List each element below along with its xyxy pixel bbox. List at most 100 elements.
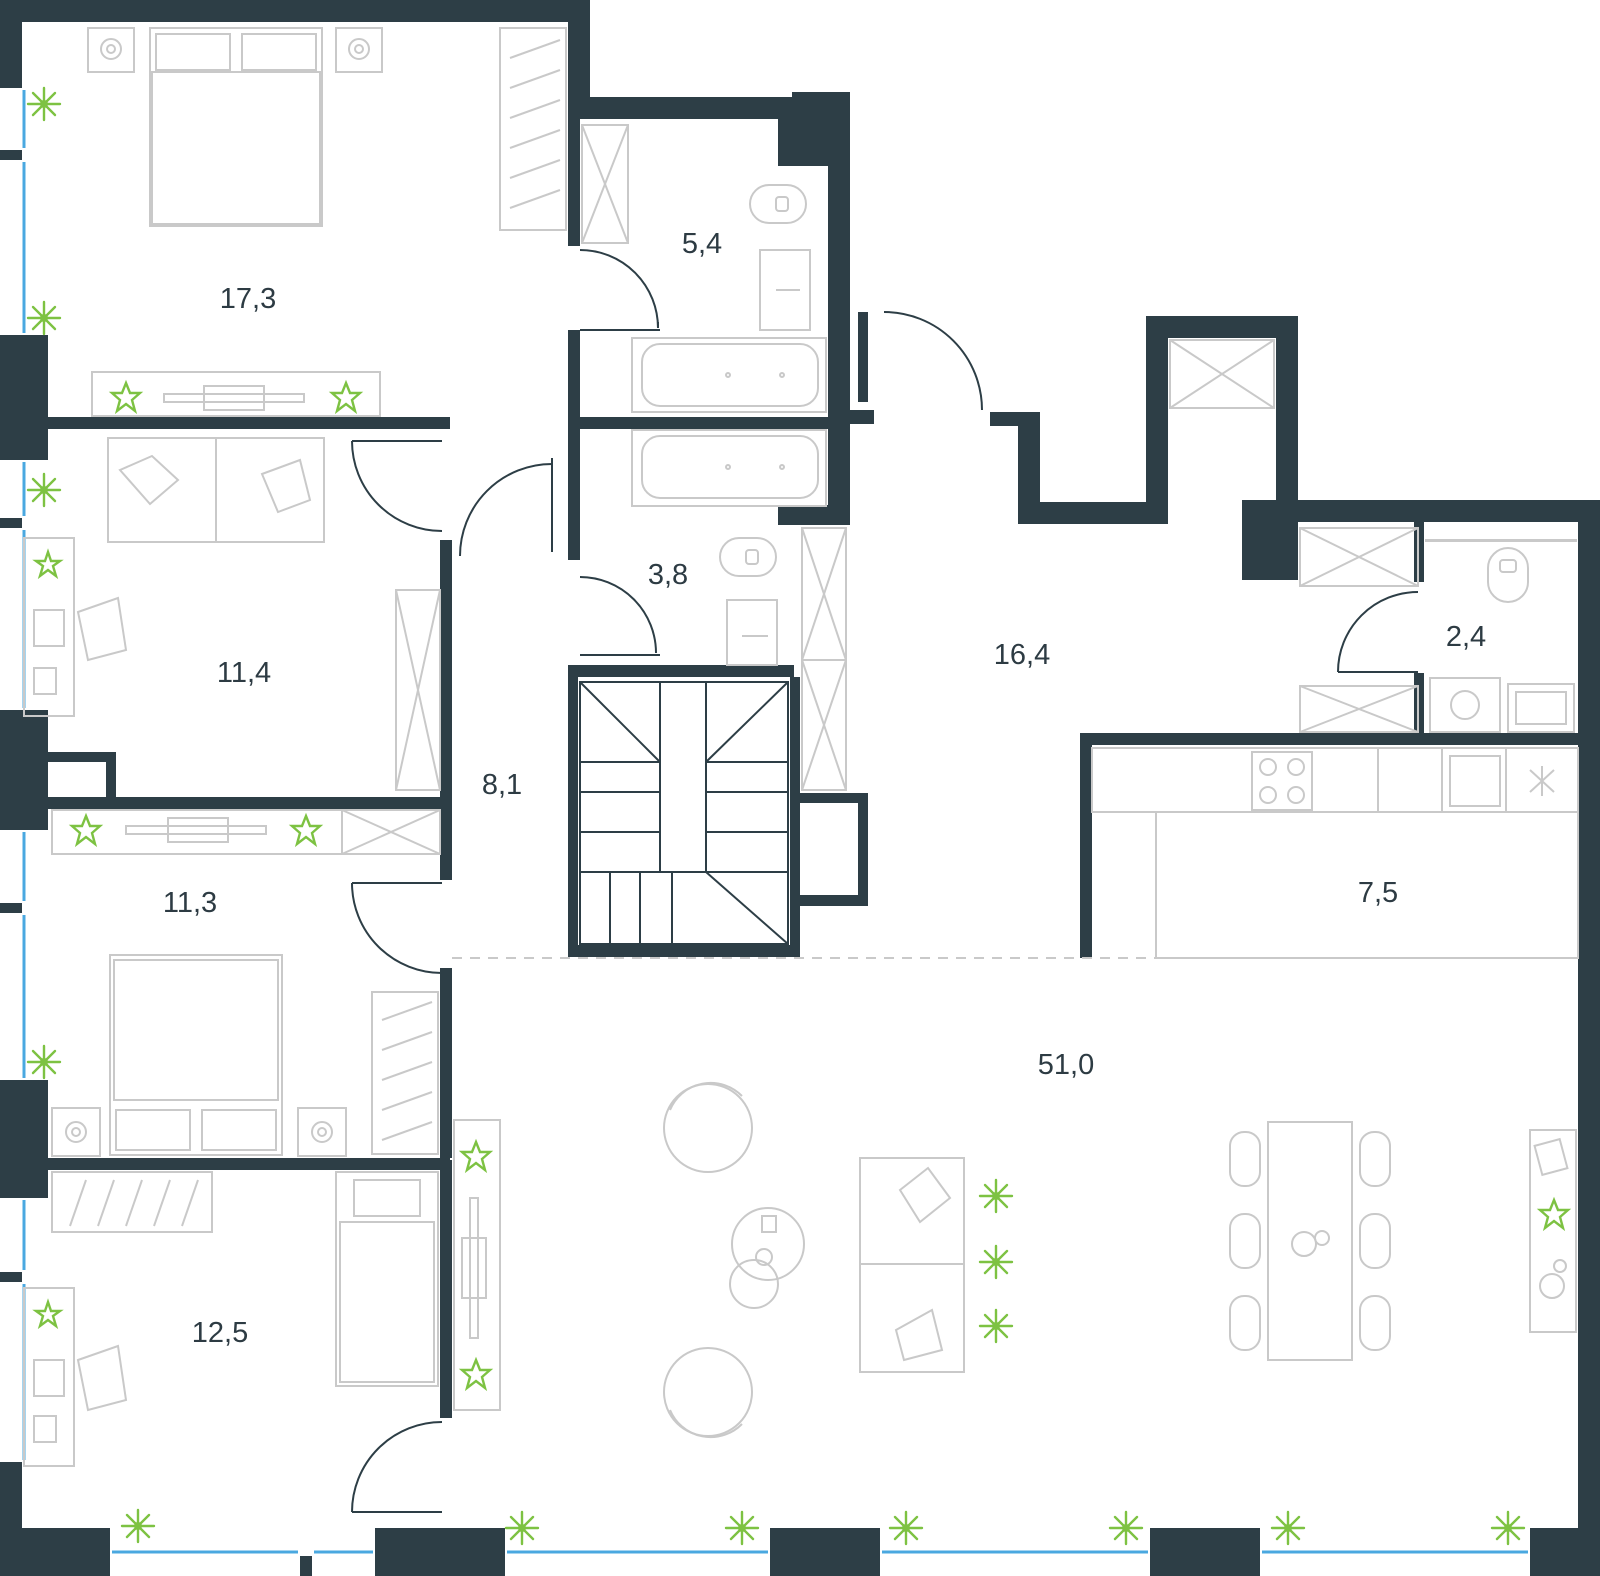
washing-machine <box>1429 677 1501 733</box>
wall-segment <box>0 518 22 528</box>
wardrobe <box>395 589 441 791</box>
plant-icon <box>1108 1510 1144 1546</box>
bathtub <box>631 429 827 507</box>
wall-segment <box>828 97 850 427</box>
staircase <box>579 681 789 945</box>
plant-icon <box>888 1510 924 1546</box>
double-bed <box>149 27 323 227</box>
plant-icon <box>458 1138 494 1174</box>
wall-segment <box>800 895 868 906</box>
wardrobe <box>1299 527 1419 733</box>
door-bathroom-2 <box>579 576 657 654</box>
plant-icon <box>32 548 64 580</box>
wardrobe <box>371 991 439 1155</box>
sofa <box>107 437 325 543</box>
wall-segment <box>0 1272 22 1282</box>
wall-segment <box>792 92 850 100</box>
room-area-hall: 16,4 <box>994 639 1050 671</box>
wall-segment <box>440 1160 452 1418</box>
single-bed <box>335 1171 439 1387</box>
plant-icon <box>120 1508 156 1544</box>
door-bedroom-4 <box>351 1421 443 1513</box>
wall-segment <box>375 1528 505 1576</box>
wall-segment <box>300 1556 312 1576</box>
room-area-kitchen: 7,5 <box>1358 877 1398 909</box>
wall-segment <box>440 540 452 880</box>
wall-segment <box>1080 733 1092 958</box>
wardrobe <box>1169 339 1275 409</box>
plant-icon <box>26 472 62 508</box>
plant-icon <box>1536 1196 1572 1232</box>
door-bedroom-2 <box>351 440 443 532</box>
toilet-bowl <box>749 184 807 224</box>
bathtub <box>631 337 827 413</box>
room-area-living-room: 51,0 <box>1038 1049 1094 1081</box>
wall-segment <box>1578 500 1600 1576</box>
wall-segment <box>1150 1528 1260 1576</box>
door-entrance <box>883 311 983 411</box>
toilet-bowl <box>719 537 777 577</box>
wall-segment <box>568 665 578 955</box>
wall-segment <box>568 0 590 118</box>
tv-stand <box>91 371 381 417</box>
sink <box>726 599 778 666</box>
plant-icon <box>978 1244 1014 1280</box>
wall-segment <box>0 1462 22 1576</box>
wall-segment <box>800 793 868 803</box>
plant-icon <box>724 1510 760 1546</box>
wall-segment <box>828 424 850 522</box>
door-bathroom-1 <box>579 249 659 329</box>
sink <box>759 249 811 331</box>
plant-icon <box>1490 1510 1526 1546</box>
room-area-bathroom-1: 5,4 <box>682 228 722 260</box>
wall-segment <box>1276 316 1298 512</box>
desk <box>23 1287 128 1467</box>
wardrobe <box>499 27 567 231</box>
toilet-bowl <box>1425 539 1577 603</box>
wall-segment <box>828 410 874 424</box>
wall-segment <box>1080 733 1600 745</box>
wall-segment <box>1146 316 1298 338</box>
wall-segment <box>1018 502 1168 524</box>
wall-segment <box>106 752 116 802</box>
room-area-bedroom-1: 17,3 <box>220 283 276 315</box>
shaft-void <box>1258 530 1288 568</box>
wall-segment <box>568 665 794 677</box>
room-area-bathroom-2: 3,8 <box>648 559 688 591</box>
plant-icon <box>26 1044 62 1080</box>
kitchen-counter <box>1091 747 1579 959</box>
wall-segment <box>568 330 580 560</box>
doors <box>351 249 1419 1513</box>
wall-segment <box>580 417 840 429</box>
wall-segment <box>22 1158 450 1170</box>
armchair <box>663 1081 753 1439</box>
room-area-toilet: 2,4 <box>1446 621 1486 653</box>
double-bed <box>109 954 283 1156</box>
plant-icon <box>68 812 104 848</box>
room-area-corridor: 8,1 <box>482 769 522 801</box>
wall-segment <box>0 1080 48 1198</box>
wall-segment <box>1018 412 1040 524</box>
plant-icon <box>288 812 324 848</box>
wall-segment <box>1276 500 1600 522</box>
wall-segment <box>778 505 850 525</box>
plant-icon <box>978 1178 1014 1214</box>
wall-segment <box>790 677 800 957</box>
wall-segment <box>1146 316 1168 524</box>
door-corridor <box>459 463 553 557</box>
room-area-bedroom-3: 11,3 <box>163 887 217 919</box>
sofa <box>859 1157 965 1373</box>
plant-icon <box>504 1510 540 1546</box>
wardrobe <box>51 1171 213 1233</box>
door-toilet <box>1337 591 1419 673</box>
wall-segment <box>48 752 116 762</box>
wall-segment <box>0 335 48 460</box>
wardrobe <box>801 527 847 791</box>
wall-segment <box>770 1528 880 1576</box>
wall-segment <box>22 797 450 809</box>
wall-segment <box>568 945 800 957</box>
plant-icon <box>458 1356 494 1392</box>
plant-icon <box>108 379 144 415</box>
